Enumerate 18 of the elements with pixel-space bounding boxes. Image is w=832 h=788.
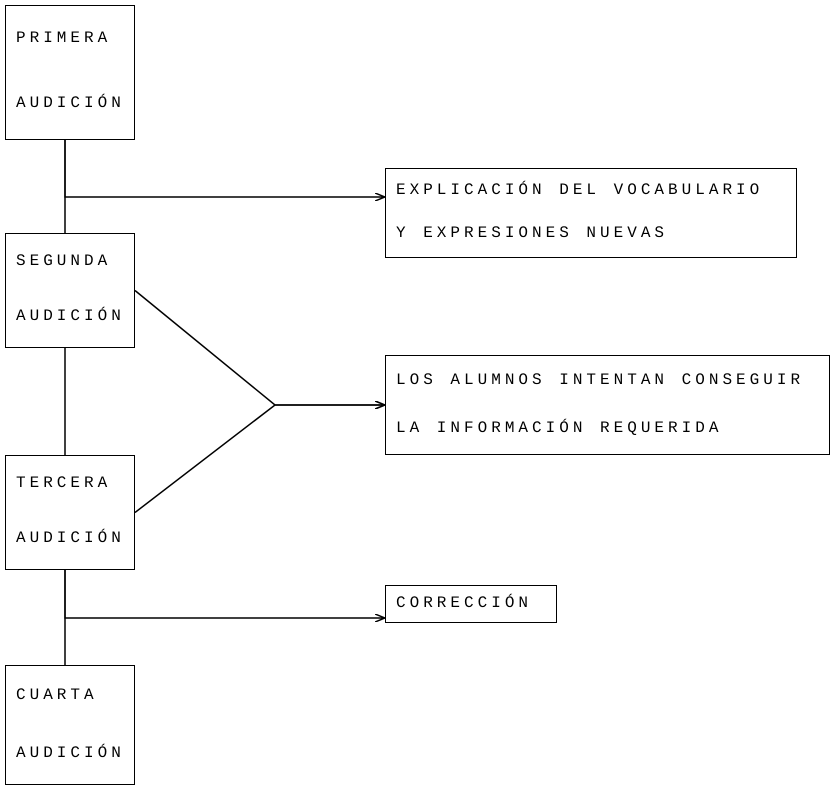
process-box	[385, 168, 797, 258]
box-text: EXPLICACIÓN DEL VOCABULARIO Y EXPRESIONES NUEVAS	[396, 180, 764, 244]
process-box	[5, 233, 135, 348]
process-box	[5, 455, 135, 570]
process-box	[385, 585, 557, 623]
box-text: LOS ALUMNOS INTENTAN CONSEGUIR LA INFORMACIÓN REQUERIDA	[396, 370, 806, 439]
box-text: TERCERA AUDICIÓN	[16, 473, 124, 549]
connector-line	[134, 400, 386, 514]
process-box	[385, 355, 830, 455]
connector-line	[64, 140, 386, 202]
box-text: CORRECCIÓN	[396, 592, 534, 614]
connector-line	[64, 348, 66, 455]
connector-line	[64, 570, 386, 623]
process-box	[5, 665, 135, 785]
box-text: SEGUNDA AUDICIÓN	[16, 251, 124, 327]
box-text: PRIMERA AUDICIÓN	[16, 28, 124, 114]
box-text: CUARTA AUDICIÓN	[16, 685, 124, 764]
process-box	[5, 5, 135, 140]
